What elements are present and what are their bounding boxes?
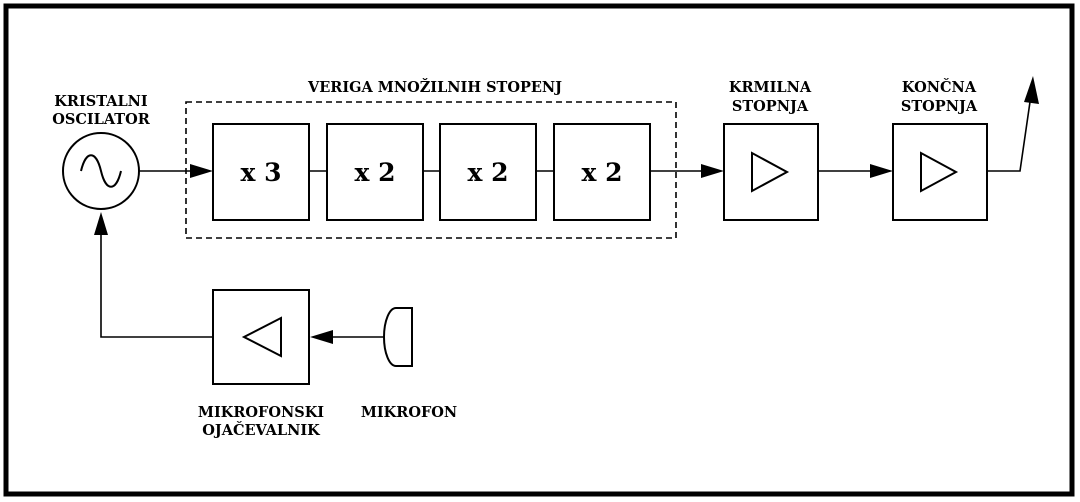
arrowhead-osc-to-x3 <box>190 164 213 178</box>
microphone-amplifier <box>212 289 310 385</box>
crystal-oscillator <box>62 132 140 210</box>
amplifier-triangle-icon <box>751 151 790 193</box>
multiplier-x2-b: x 2 <box>439 123 537 221</box>
driver-stage <box>723 123 819 221</box>
multiplier-chain-group <box>185 101 677 239</box>
multiplier-chain-title: VERIGA MNOŽILNIH STOPENJ <box>307 78 562 96</box>
outer-frame <box>3 3 1075 497</box>
arrowhead-chain-to-driver <box>701 164 724 178</box>
multiplier-x2-b-label: x 2 <box>467 158 508 187</box>
output-arrowhead <box>1024 76 1039 104</box>
oscillator-label-line1: KRISTALNI <box>54 93 148 110</box>
mic-amplifier-label-line2: OJAČEVALNIK <box>202 421 321 439</box>
arrowhead-mic-to-micamp <box>310 330 333 344</box>
microphone-label: MIKROFON <box>361 404 457 421</box>
wire-micamp-to-oscillator <box>100 232 213 338</box>
mic-amplifier-label-line1: MIKROFONSKI <box>198 404 324 421</box>
final-stage-label-line1: KONČNA <box>902 78 977 96</box>
oscillator-label-line2: OSCILATOR <box>52 111 150 128</box>
sine-wave-icon <box>80 154 122 188</box>
arrowhead-to-oscillator <box>94 212 108 235</box>
multiplier-x2-c: x 2 <box>553 123 651 221</box>
wire-output <box>987 94 1032 172</box>
final-stage <box>892 123 988 221</box>
arrowhead-driver-to-final <box>870 164 893 178</box>
multiplier-x3-label: x 3 <box>240 158 281 187</box>
amplifier-triangle-left-icon <box>241 316 282 358</box>
amplifier-triangle-icon <box>920 151 959 193</box>
final-stage-label-line2: STOPNJA <box>901 98 978 115</box>
driver-stage-label-line1: KRMILNA <box>729 79 812 96</box>
multiplier-x2-c-label: x 2 <box>581 158 622 187</box>
multiplier-x2-a-label: x 2 <box>354 158 395 187</box>
multiplier-x2-a: x 2 <box>326 123 424 221</box>
driver-stage-label-line2: STOPNJA <box>732 98 809 115</box>
multiplier-x3: x 3 <box>212 123 310 221</box>
microphone-icon <box>383 307 413 367</box>
